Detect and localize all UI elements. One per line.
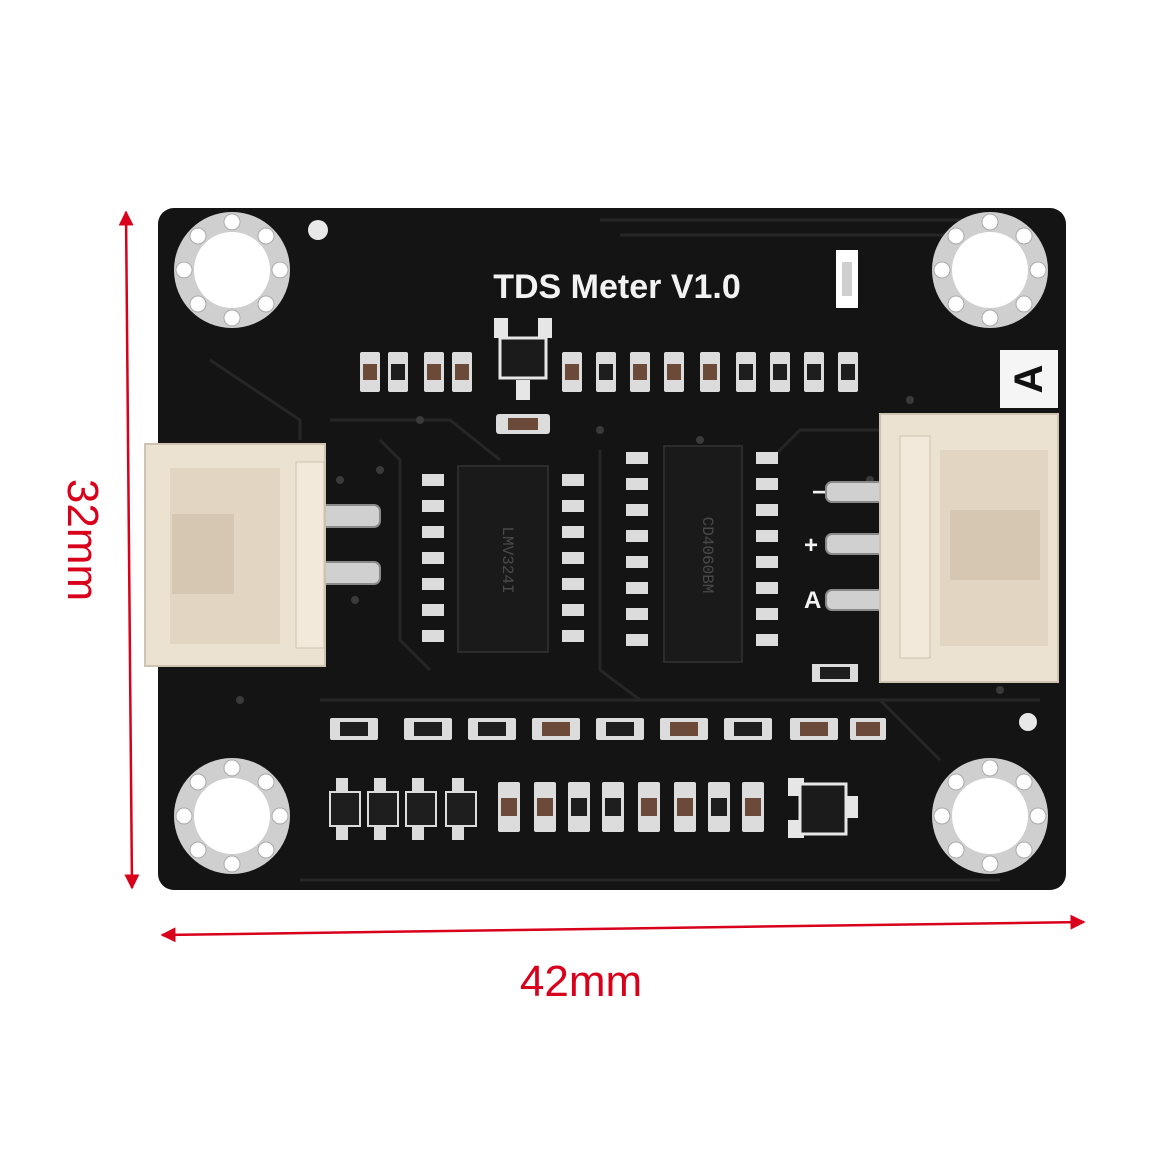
mounting-hole-top-left xyxy=(174,212,290,328)
mounting-hole-bottom-left xyxy=(174,758,290,874)
mounting-hole-bottom-right xyxy=(932,758,1048,874)
smd-row-bottom xyxy=(329,778,858,840)
pin-label-plus: + xyxy=(804,532,818,559)
smd-row-top xyxy=(360,318,858,434)
connector-right xyxy=(825,413,1059,683)
width-dimension-line xyxy=(160,914,1086,943)
connector-label-block: A xyxy=(1000,350,1058,408)
height-dimension-line xyxy=(118,210,140,890)
connector-label: A xyxy=(1007,365,1051,394)
ic-cd4060: CD4060BM xyxy=(626,445,778,663)
width-dimension-label: 42mm xyxy=(519,957,643,1006)
pin-label-minus: − xyxy=(812,479,826,506)
connector-left xyxy=(144,443,381,667)
board-title: TDS Meter V1.0 xyxy=(493,268,741,306)
mounting-hole-top-right xyxy=(932,212,1048,328)
smd-row-middle xyxy=(330,664,886,740)
pin-label-analog: A xyxy=(804,587,821,614)
ic-lmv324: LMV324I xyxy=(422,465,584,653)
height-dimension-label: 32mm xyxy=(58,478,107,602)
svg-text:CD4060BM: CD4060BM xyxy=(698,517,716,594)
svg-text:LMV324I: LMV324I xyxy=(498,526,516,593)
pin-labels: − + A xyxy=(804,479,826,614)
